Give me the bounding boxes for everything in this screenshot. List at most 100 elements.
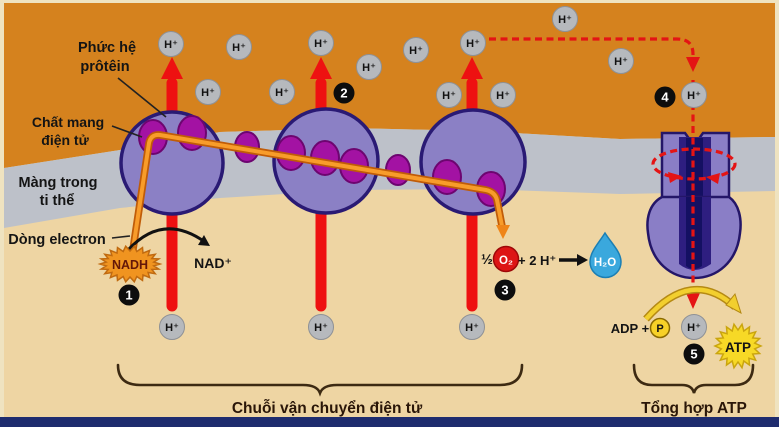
bottom-bar — [0, 417, 779, 427]
synthase-channel-core — [686, 138, 703, 198]
chain-caption: Chuỗi vận chuyển điện tử — [232, 400, 423, 417]
h-plus-ion: H⁺ — [226, 34, 252, 60]
h-plus-ion-circle — [490, 82, 516, 108]
step-badge-number: 1 — [125, 288, 132, 303]
proton-pump-arrowhead-icon — [461, 57, 483, 79]
h-plus-ion: H⁺ — [159, 314, 185, 340]
h-plus-ion-circle — [608, 48, 634, 74]
h-plus-ion-label: H⁺ — [466, 38, 480, 50]
h-plus-ion-label: H⁺ — [465, 322, 479, 334]
rotation-ellipse-icon — [651, 147, 737, 181]
h2o-label: H₂O — [594, 257, 616, 269]
step-badge-number: 3 — [501, 283, 508, 298]
step-badge: 4 — [654, 86, 676, 108]
h-plus-ion: H⁺ — [681, 314, 707, 340]
h-plus-ion-circle — [308, 314, 334, 340]
h-plus-ion-circle — [436, 82, 462, 108]
protein-complex-label-line1: Phức hệ — [78, 40, 136, 56]
h-plus-ion-label: H⁺ — [165, 322, 179, 334]
h-plus-ion-circle — [403, 37, 429, 63]
nadh-label: NADH — [112, 258, 148, 272]
h-plus-ion: H⁺ — [308, 30, 334, 56]
proton-route — [489, 37, 737, 309]
phosphate-label: P — [656, 323, 663, 335]
nadh-oxidation-arrow — [126, 227, 210, 252]
h-plus-ion: H⁺ — [490, 82, 516, 108]
membrane-label-line1: Màng trong — [19, 175, 98, 191]
reaction-arrowhead-icon — [577, 254, 588, 266]
h-plus-ion: H⁺ — [681, 82, 707, 108]
h-plus-ion: H⁺ — [436, 82, 462, 108]
h-plus-ion-label: H⁺ — [687, 322, 701, 334]
protein-complex-label-line2: prôtêin — [80, 59, 129, 75]
o2-circle-icon — [492, 245, 520, 273]
h-plus-ion: H⁺ — [195, 79, 221, 105]
h-plus-ion-circle — [552, 6, 578, 32]
h-plus-ion: H⁺ — [608, 48, 634, 74]
h-plus-ion-circle — [460, 30, 486, 56]
adp-label: ADP + — [611, 321, 650, 336]
phosphate-circle-icon — [649, 317, 671, 339]
synthesis-caption: Tổng hợp ATP — [641, 400, 747, 417]
carrier-label-line2: điện tử — [41, 132, 89, 148]
h-plus-ion-label: H⁺ — [558, 14, 572, 26]
protein-complex — [419, 108, 527, 216]
step-badge: 5 — [683, 343, 705, 365]
atp-synthesis-reaction: ADP + P ATP — [611, 285, 763, 370]
protein-complex-pointer-line — [117, 77, 167, 118]
electron-flow-label: Dòng electron — [8, 232, 105, 248]
step-badge-number: 2 — [340, 86, 347, 101]
step-badge-circle — [494, 279, 516, 301]
plus-2h-label: + 2 H⁺ — [518, 253, 556, 268]
atp-starburst-icon — [713, 322, 763, 370]
carrier-label-line1: Chất mang — [32, 114, 104, 130]
rotation-arrowhead-left-icon — [668, 172, 682, 183]
protein-complex — [119, 110, 225, 216]
electron-path — [128, 131, 510, 257]
step-badge-number: 5 — [690, 347, 697, 362]
water-formation-reaction: ½ O₂ + 2 H⁺ H₂O — [481, 231, 622, 279]
h-plus-ion-circle — [356, 54, 382, 80]
synthesis-brace-icon — [632, 363, 755, 394]
captions: Chuỗi vận chuyển điện tử Tổng hợp ATP — [116, 363, 755, 417]
step-badge: 3 — [494, 279, 516, 301]
h-plus-ion-circle — [308, 30, 334, 56]
atp-label: ATP — [725, 340, 751, 355]
h-plus-ion-circle — [681, 314, 707, 340]
proton-route-arrowhead2-icon — [686, 293, 700, 309]
h-plus-ion-label: H⁺ — [314, 322, 328, 334]
h-plus-ion: H⁺ — [356, 54, 382, 80]
h-plus-ion-label: H⁺ — [442, 90, 456, 102]
step-badge: 1 — [118, 284, 140, 306]
h-plus-ion: H⁺ — [158, 31, 184, 57]
atp-synthase — [646, 131, 742, 280]
membrane-label-line2: ti thể — [40, 193, 75, 209]
h-plus-ion: H⁺ — [552, 6, 578, 32]
h-plus-ion-label: H⁺ — [362, 62, 376, 74]
h-plus-ion: H⁺ — [459, 314, 485, 340]
step-badge-number: 4 — [661, 90, 669, 105]
h-plus-ion-label: H⁺ — [201, 87, 215, 99]
nad-plus-label: NAD⁺ — [194, 255, 232, 271]
proton-pump-arrowhead-icon — [310, 57, 332, 79]
h-plus-ion-circle — [459, 314, 485, 340]
h-plus-ion: H⁺ — [403, 37, 429, 63]
rotation-arrowhead-right-icon — [706, 173, 720, 184]
h-plus-ion-circle — [681, 82, 707, 108]
nadh-starburst-icon — [97, 244, 163, 284]
yellow-arrowhead-icon — [725, 292, 742, 315]
electron-flow-pointer-line — [111, 235, 131, 239]
h-plus-ion-label: H⁺ — [687, 90, 701, 102]
h-plus-ion-label: H⁺ — [232, 42, 246, 54]
proton-route-arrowhead-icon — [686, 57, 700, 72]
step-badge-circle — [333, 82, 355, 104]
h-plus-ion-circle — [195, 79, 221, 105]
nadh-burst: NADH — [97, 244, 163, 284]
h-plus-ion-circle — [269, 79, 295, 105]
half-fraction-label: ½ — [481, 251, 493, 267]
h-plus-ion: H⁺ — [308, 314, 334, 340]
step-badge: 2 — [333, 82, 355, 104]
proton-pump-arrowhead-icon — [161, 57, 183, 79]
